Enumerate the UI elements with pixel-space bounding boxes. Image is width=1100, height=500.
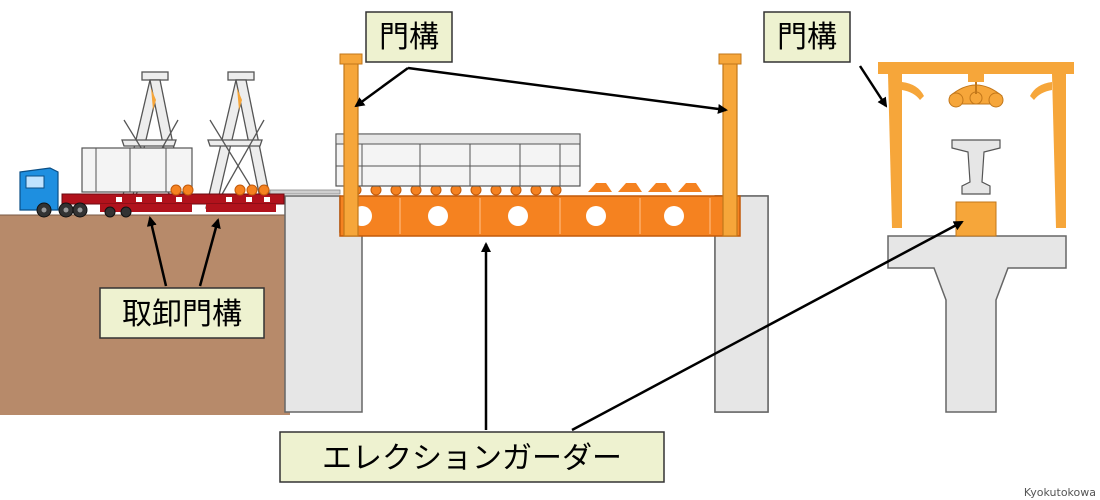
credit-text: Kyokutokowa	[1024, 486, 1096, 499]
t-pier	[887, 235, 1067, 413]
svg-text:エレクションガーダー: エレクションガーダー	[322, 441, 622, 476]
erection-girder	[339, 183, 741, 237]
arrow-icon	[146, 65, 964, 432]
label-gantry-right: 門構	[763, 11, 851, 63]
lifted-beam	[951, 139, 1001, 195]
label-gantry-center: 門構	[365, 11, 453, 63]
svg-text:門構: 門構	[379, 20, 439, 55]
svg-text:門構: 門構	[777, 20, 837, 55]
truck-icon	[19, 147, 285, 218]
label-unloading-gantry: 取卸門構	[99, 287, 265, 339]
girder-segment	[335, 133, 581, 187]
gantry-crane	[878, 62, 1074, 237]
label-erection-girder: エレクションガーダー	[279, 431, 665, 483]
svg-text:取卸門構: 取卸門構	[122, 297, 242, 332]
